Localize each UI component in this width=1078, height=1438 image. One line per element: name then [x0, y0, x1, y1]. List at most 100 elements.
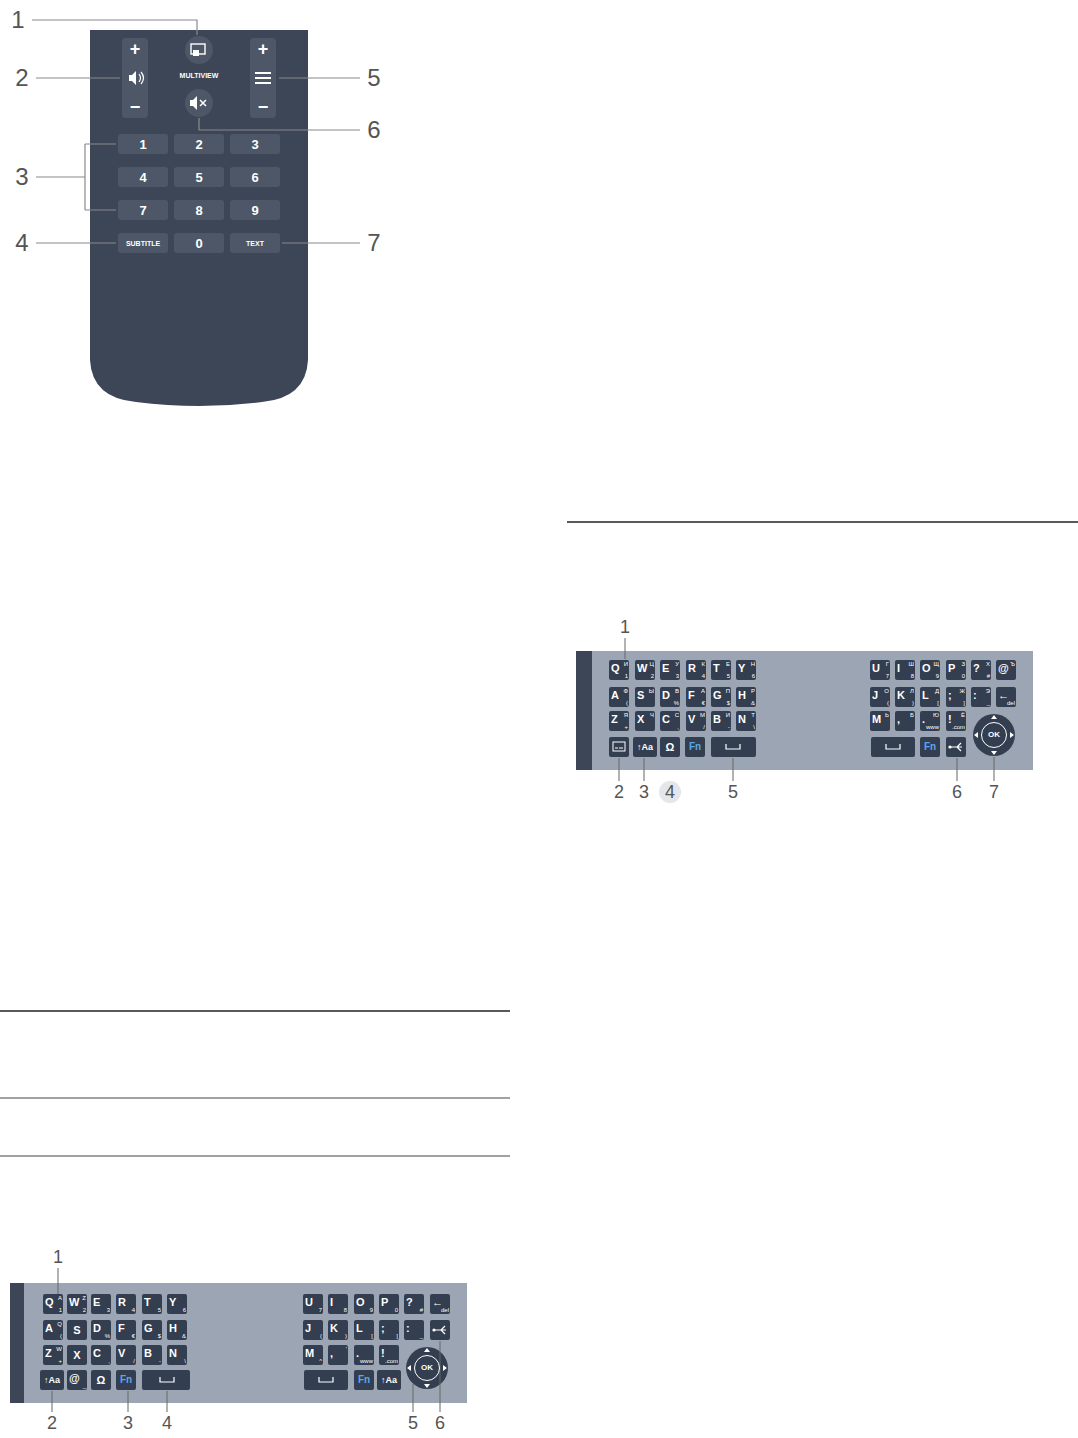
keyboard-key: OЩ9: [920, 660, 940, 680]
key-label: Ё: [961, 712, 965, 718]
share-key: [430, 1320, 450, 1340]
key-label: М: [700, 712, 705, 718]
keyboard-key: ↑Aa: [40, 1370, 64, 1390]
key-label: R: [118, 1297, 126, 1308]
keyboard-key: B-: [142, 1345, 162, 1365]
key-label: OK: [421, 1364, 433, 1372]
keyboard-key: E3: [91, 1294, 111, 1314]
key-label: C: [662, 714, 670, 725]
rule: [0, 1098, 510, 1099]
keyboard-key: ZЯ+: [609, 711, 629, 731]
leader-lines: [619, 638, 994, 781]
key-label: ;: [948, 690, 952, 701]
key-label: Д: [935, 688, 939, 694]
keyboard-key: ,': [328, 1345, 348, 1365]
subtitle-key: [609, 737, 629, 757]
key-label: 6: [183, 1307, 186, 1313]
key-label: +: [58, 1358, 62, 1364]
key-label: [: [371, 1333, 373, 1339]
key-label: 7: [319, 1307, 322, 1313]
key-label: F: [118, 1323, 125, 1334]
space-key: [142, 1370, 348, 1390]
key-label: ): [345, 1333, 347, 1339]
key-label: П: [726, 688, 730, 694]
callout-number: 4: [162, 1414, 172, 1432]
key-label: ]: [396, 1333, 398, 1339]
callout-number: 6: [952, 783, 962, 801]
key-label: X: [637, 714, 644, 725]
callout-number: 5: [728, 783, 738, 801]
callout-number: 3: [15, 165, 28, 189]
key-label: Р: [751, 688, 755, 694]
callout-number: 3: [123, 1414, 133, 1432]
key-label: F: [688, 690, 695, 701]
key-label: 1: [59, 1307, 62, 1313]
keyboard-key: R4: [116, 1294, 136, 1314]
key-label: Ч: [650, 712, 654, 718]
key-label: I: [897, 663, 900, 674]
key-label: ↑Aa: [44, 1376, 60, 1385]
key-label: A: [611, 690, 619, 701]
key-label: И: [726, 712, 730, 718]
key-label: 4: [702, 673, 705, 679]
remote-button: 6: [230, 167, 280, 187]
key-label: 0: [195, 237, 202, 250]
key-label: 9: [251, 204, 258, 217]
key-label: S: [73, 1325, 80, 1336]
key-label: Q: [45, 1297, 54, 1308]
key-label: Y: [169, 1297, 176, 1308]
callout-number: 1: [620, 618, 630, 636]
key-label: Q: [57, 1321, 62, 1327]
button-caption: MULTIVIEW: [180, 72, 219, 79]
key-label: O: [922, 663, 931, 674]
keyboard-key: J(: [303, 1320, 323, 1340]
keyboard-key: M^: [303, 1345, 323, 1365]
key-label: N: [738, 714, 746, 725]
multiview-button: [185, 36, 213, 64]
remote-button: 7: [118, 200, 168, 220]
key-label: Х: [986, 661, 990, 667]
key-label: (: [626, 700, 628, 706]
keyboard-key: ZW+: [43, 1345, 63, 1365]
key-label: 7: [139, 204, 146, 217]
key-label: 8: [911, 673, 914, 679]
keyboard-key: @_: [67, 1370, 87, 1390]
key-label: 4: [139, 171, 146, 184]
key-label: Z: [611, 714, 618, 725]
key-label: ,: [897, 714, 900, 725]
key-label: Е: [726, 661, 730, 667]
keyboard-key: VМ/: [686, 711, 706, 731]
keyboard-key: MЬ: [870, 711, 890, 731]
key-label: (: [320, 1333, 322, 1339]
key-label: -: [728, 724, 730, 730]
key-label: A: [58, 1295, 62, 1301]
key-label: 5: [727, 673, 730, 679]
keyboard-key: K): [328, 1320, 348, 1340]
key-label: K: [897, 690, 905, 701]
key-label: Q: [611, 663, 620, 674]
keyboard-key: YН6: [736, 660, 756, 680]
keyboard-key: KЛ): [895, 687, 915, 707]
key-label: ?: [406, 1297, 413, 1308]
key-label: Z: [45, 1348, 52, 1359]
key-label: -: [159, 1358, 161, 1364]
space-key: [711, 737, 915, 757]
key-label: Ф: [623, 688, 628, 694]
key-label: В: [675, 688, 679, 694]
list-icon: [255, 73, 271, 83]
keyboard-key: JО(: [870, 687, 890, 707]
key-label: (: [60, 1333, 62, 1339]
mute-button: [185, 89, 213, 117]
key-label: K: [330, 1323, 338, 1334]
key-label: &: [751, 700, 755, 706]
remote-button: TEXT: [230, 233, 280, 253]
keyboard-key: !Ё.com: [946, 711, 966, 731]
key-label: :: [406, 1323, 410, 1334]
key-label: С: [675, 712, 679, 718]
keyboard-key: NТ\: [736, 711, 756, 731]
key-label: V: [118, 1348, 125, 1359]
key-label: SUBTITLE: [126, 240, 160, 247]
key-label: 0: [395, 1307, 398, 1313]
key-label: Fn: [689, 742, 701, 752]
key-label: I: [330, 1297, 333, 1308]
